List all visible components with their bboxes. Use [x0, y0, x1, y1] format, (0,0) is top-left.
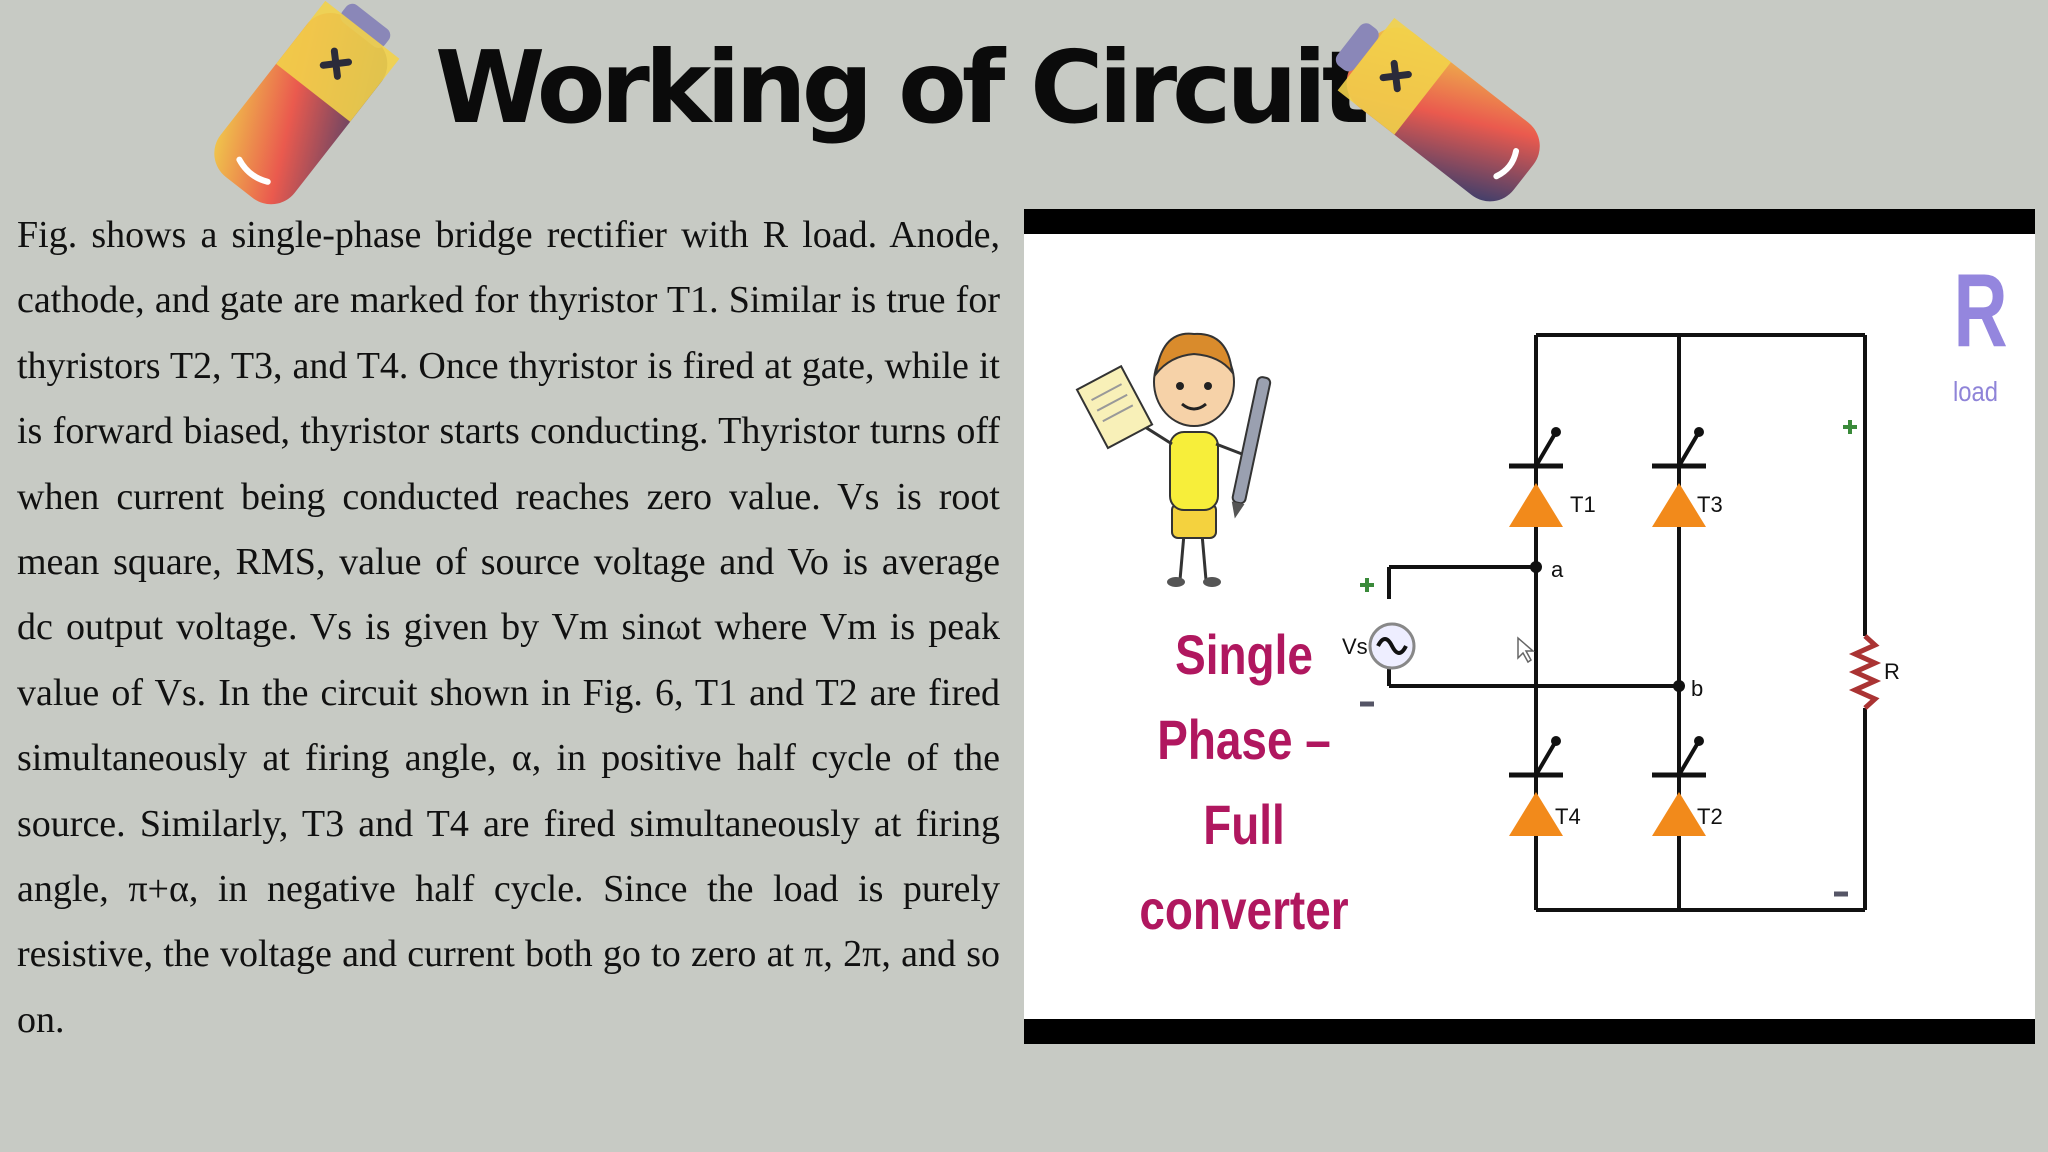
converter-title-line-4: converter [1139, 878, 1349, 941]
node-a-label: a [1551, 557, 1564, 582]
thyristor-t2-icon [1652, 736, 1706, 836]
slide-title: Working of Circuit [435, 29, 1370, 146]
circuit-figure: Single Phase – Full converter R load [1024, 234, 2035, 1019]
boy-with-notepad-icon [1075, 332, 1272, 587]
converter-title-line-1: Single [1175, 623, 1313, 686]
load-label: load [1952, 376, 1998, 407]
thyristor-t3-icon [1652, 427, 1706, 527]
bridge-rectifier-circuit: T1 T3 T4 T2 Vs a b R [1342, 333, 1900, 912]
converter-title: Single Phase – Full converter [1113, 612, 1375, 952]
video-frame[interactable]: Single Phase – Full converter R load [1024, 209, 2035, 1044]
thyristor-t2-label: T2 [1697, 804, 1723, 829]
converter-title-line-2: Phase – [1157, 708, 1331, 771]
thyristor-t1-icon [1509, 427, 1563, 527]
minus-sign-icon [1360, 701, 1848, 897]
plus-sign-icon [1360, 420, 1857, 592]
thyristor-t4-icon [1509, 736, 1563, 836]
thyristor-t1-label: T1 [1570, 492, 1596, 517]
ac-source-icon [1368, 622, 1416, 670]
mouse-cursor-icon [1517, 636, 1536, 664]
node-b-label: b [1691, 676, 1703, 701]
body-paragraph: Fig. shows a single-phase bridge rectifi… [17, 214, 1000, 1041]
thyristor-t4-label: T4 [1555, 804, 1581, 829]
source-label: Vs [1342, 634, 1368, 659]
r-load-label: R [1953, 253, 2008, 369]
resistor-label: R [1884, 659, 1900, 684]
battery-right-icon [1318, 8, 1568, 218]
battery-left-icon [180, 0, 420, 215]
converter-title-line-3: Full [1203, 793, 1285, 856]
thyristor-t3-label: T3 [1697, 492, 1723, 517]
